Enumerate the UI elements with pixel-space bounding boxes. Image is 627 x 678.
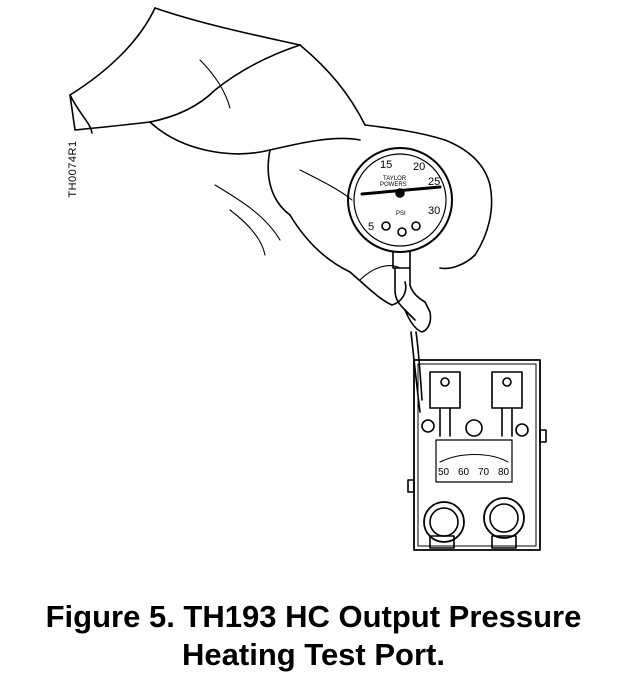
gauge-dial-labels: 15 20 25 30 5 TAYLOR POWERS PSI (368, 159, 440, 233)
figure-code: TH0074R1 (67, 140, 79, 198)
gauge-scale-label: 5 (368, 221, 374, 233)
thermostat-scale-label: 60 (458, 467, 470, 478)
thermostat-scale-label: 70 (478, 467, 490, 478)
sleeve (69, 7, 366, 134)
pressure-gauge (347, 147, 453, 413)
gauge-brand-line2: POWERS (380, 182, 407, 188)
gauge-unit: PSI (396, 211, 406, 217)
thermostat (407, 359, 547, 551)
gauge-scale-label: 20 (413, 161, 425, 173)
gauge-scale-label: 15 (380, 159, 392, 171)
thermostat-scale-labels: 50 60 70 80 (438, 467, 510, 478)
gauge-scale-label: 30 (428, 205, 440, 217)
thermostat-scale-label: 80 (498, 467, 510, 478)
caption-line-1: Figure 5. TH193 HC Output Pressure (45, 599, 582, 634)
thermostat-scale-label: 50 (438, 467, 450, 478)
caption-line-2: Heating Test Port. (182, 637, 445, 672)
gauge-brand: TAYLOR (383, 176, 407, 182)
figure-caption: Figure 5. TH193 HC Output Pressure Heati… (0, 598, 627, 674)
gauge-scale-label: 25 (428, 176, 440, 188)
test-pressure-illustration: 15 20 25 30 5 TAYLOR POWERS PSI 50 60 70… (69, 7, 547, 551)
hand (149, 121, 493, 306)
